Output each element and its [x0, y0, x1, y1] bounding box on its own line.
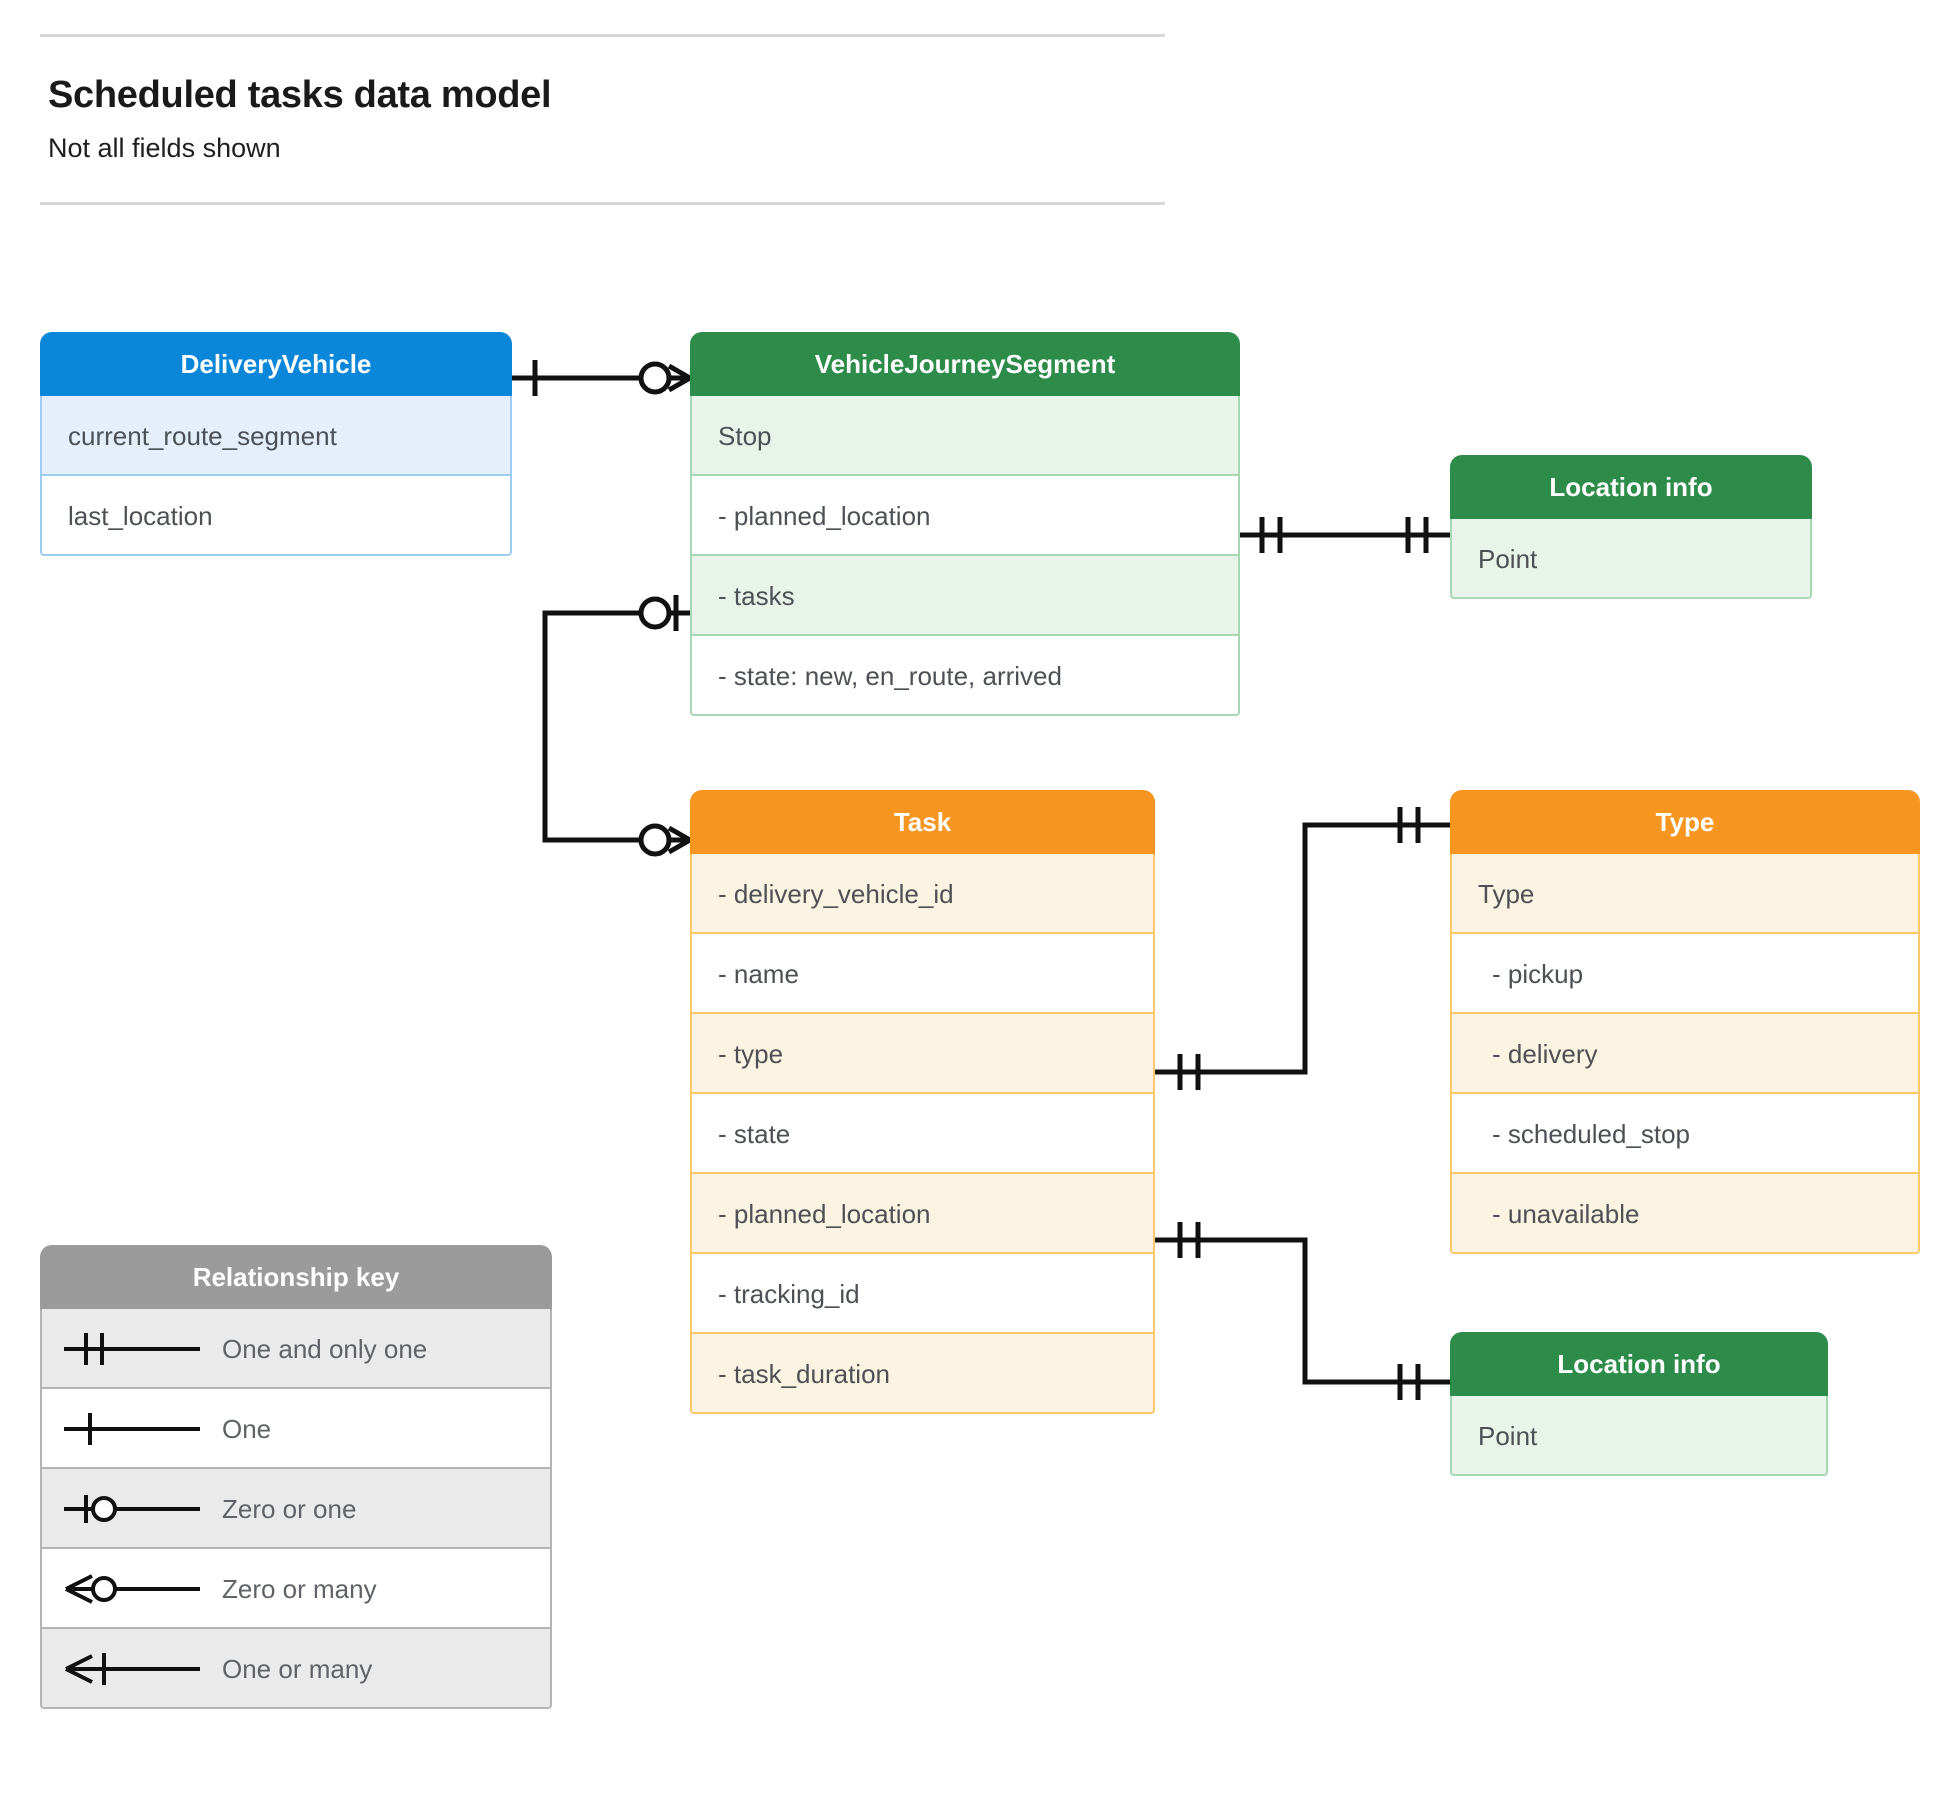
zero-or-many-icon — [60, 1549, 210, 1627]
legend-item-zero-or-many[interactable]: Zero or many — [40, 1549, 552, 1629]
header-divider-top — [40, 34, 1165, 37]
field-location-info-bottom-point[interactable]: Point — [1450, 1396, 1828, 1476]
legend-title: Relationship key — [40, 1245, 552, 1309]
field-current-route-segment[interactable]: current_route_segment — [40, 396, 512, 476]
page-subtitle: Not all fields shown — [48, 133, 281, 163]
entity-task[interactable]: Task - delivery_vehicle_id - name - type… — [690, 790, 1155, 1414]
field-task-tracking-id[interactable]: - tracking_id — [690, 1254, 1155, 1334]
field-last-location[interactable]: last_location — [40, 476, 512, 556]
field-type-delivery[interactable]: - delivery — [1450, 1014, 1920, 1094]
page-title: Scheduled tasks data model — [48, 74, 552, 116]
field-type-scheduled-stop[interactable]: - scheduled_stop — [1450, 1094, 1920, 1174]
entity-vehicle-journey-segment[interactable]: VehicleJourneySegment Stop - planned_loc… — [690, 332, 1240, 716]
legend-label-zero-or-many: Zero or many — [222, 1574, 377, 1604]
one-icon — [60, 1389, 210, 1467]
entity-title-type: Type — [1450, 790, 1920, 854]
entity-type[interactable]: Type Type - pickup - delivery - schedule… — [1450, 790, 1920, 1254]
field-stop[interactable]: Stop — [690, 396, 1240, 476]
one-and-only-one-icon — [60, 1309, 210, 1387]
legend-item-one-or-many[interactable]: One or many — [40, 1629, 552, 1709]
legend-item-one[interactable]: One — [40, 1389, 552, 1469]
header-divider-bottom — [40, 202, 1165, 205]
legend-label-one-and-only-one: One and only one — [222, 1334, 428, 1364]
field-task-task-duration[interactable]: - task_duration — [690, 1334, 1155, 1414]
entity-title-location-info-top: Location info — [1450, 455, 1812, 519]
legend-item-one-and-only-one[interactable]: One and only one — [40, 1309, 552, 1389]
entity-location-info-top[interactable]: Location info Point — [1450, 455, 1812, 599]
legend-label-one: One — [222, 1414, 272, 1444]
field-vjs-tasks[interactable]: - tasks — [690, 556, 1240, 636]
entity-title-location-info-bottom: Location info — [1450, 1332, 1828, 1396]
field-location-info-top-point[interactable]: Point — [1450, 519, 1812, 599]
field-task-planned-location[interactable]: - planned_location — [690, 1174, 1155, 1254]
entity-title-task: Task — [690, 790, 1155, 854]
legend-relationship-key[interactable]: Relationship key One and only one — [40, 1245, 552, 1709]
one-or-many-icon — [60, 1629, 210, 1707]
field-task-type[interactable]: - type — [690, 1014, 1155, 1094]
field-type-pickup[interactable]: - pickup — [1450, 934, 1920, 1014]
legend-item-zero-or-one[interactable]: Zero or one — [40, 1469, 552, 1549]
field-task-state[interactable]: - state — [690, 1094, 1155, 1174]
entity-title-delivery-vehicle: DeliveryVehicle — [40, 332, 512, 396]
field-type-header[interactable]: Type — [1450, 854, 1920, 934]
entity-delivery-vehicle[interactable]: DeliveryVehicle current_route_segment la… — [40, 332, 512, 556]
field-task-delivery-vehicle-id[interactable]: - delivery_vehicle_id — [690, 854, 1155, 934]
field-type-unavailable[interactable]: - unavailable — [1450, 1174, 1920, 1254]
field-vjs-planned-location[interactable]: - planned_location — [690, 476, 1240, 556]
entity-location-info-bottom[interactable]: Location info Point — [1450, 1332, 1828, 1476]
entity-title-vehicle-journey-segment: VehicleJourneySegment — [690, 332, 1240, 396]
field-task-name[interactable]: - name — [690, 934, 1155, 1014]
field-vjs-state[interactable]: - state: new, en_route, arrived — [690, 636, 1240, 716]
legend-label-one-or-many: One or many — [222, 1654, 373, 1684]
legend-label-zero-or-one: Zero or one — [222, 1494, 357, 1524]
zero-or-one-icon — [60, 1469, 210, 1547]
